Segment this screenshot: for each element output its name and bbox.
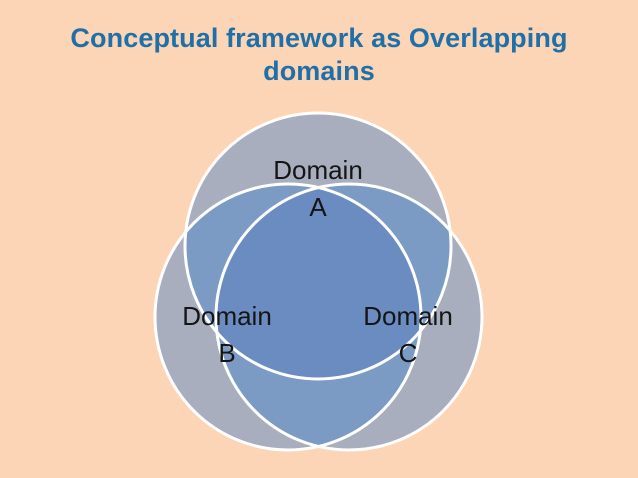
- circle-domain-a-outline: [183, 111, 453, 381]
- title-line-1: Conceptual framework as Overlapping: [70, 23, 568, 53]
- venn-circle-outlines: [153, 111, 484, 452]
- title-line-2: domains: [263, 56, 375, 86]
- circle-domain-b-outline: [153, 182, 423, 452]
- label-domain-a-line2: A: [309, 192, 327, 222]
- label-domain-c-line2: C: [399, 338, 418, 368]
- label-domain-b-line2: B: [218, 338, 235, 368]
- label-domain-a-line1: Domain: [273, 155, 363, 185]
- label-domain-c-line1: Domain: [363, 301, 453, 331]
- circle-domain-c-outline: [214, 182, 484, 452]
- label-domain-b-line1: Domain: [182, 301, 272, 331]
- page-title: Conceptual framework as Overlapping doma…: [49, 22, 589, 88]
- venn-labels: Domain A Domain B Domain C: [182, 155, 453, 368]
